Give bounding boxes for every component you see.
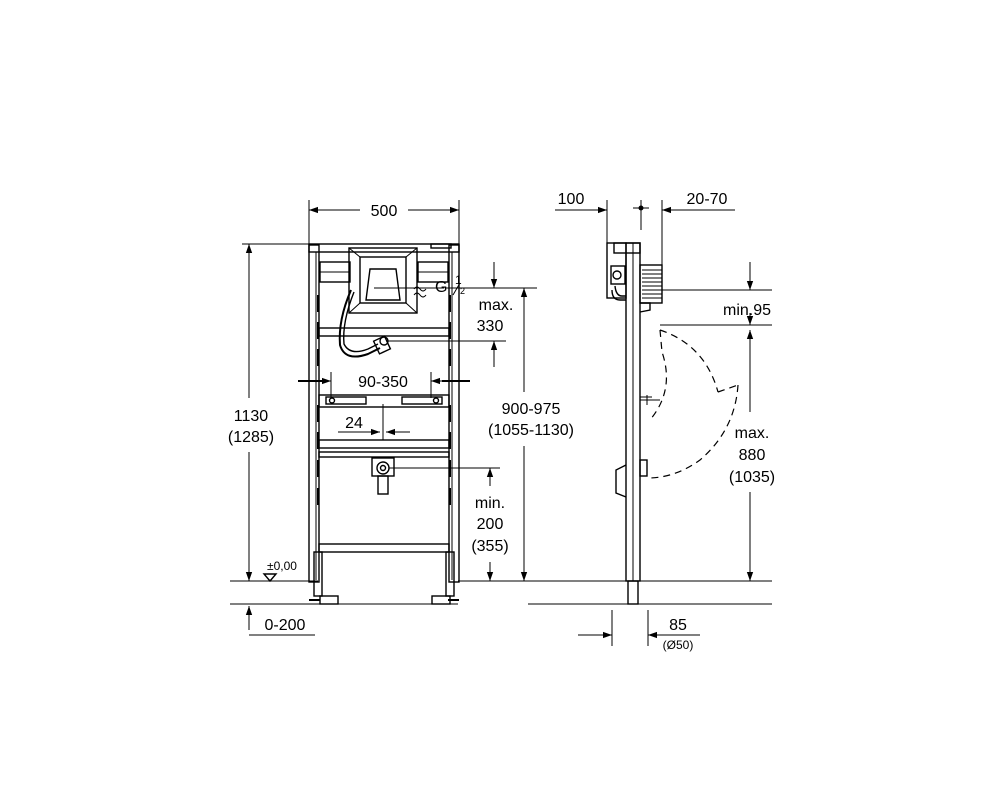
side-min-label: min.95 [723, 302, 771, 319]
max-label: max. [479, 297, 514, 314]
flush-box-ribs [642, 269, 662, 299]
side-labels: 100 20-70 min.95 max. 880 (1035) 85 (Ø50… [558, 191, 775, 652]
span-label: 900-975 [502, 401, 561, 418]
height-label: 1130 [234, 408, 269, 425]
side-max-alt-label: (1035) [729, 469, 775, 486]
side-max-value-label: 880 [739, 447, 766, 464]
floor-lines [230, 580, 772, 605]
spacing-label: 90-350 [358, 374, 408, 391]
front-dimensions [242, 200, 537, 636]
min-label: min. [475, 495, 505, 512]
min-alt-label: (355) [471, 538, 508, 555]
thread-g-label: G [435, 279, 447, 296]
supply-hose [338, 289, 392, 358]
pipe-dia-label: (Ø50) [663, 638, 694, 652]
foot-adjust-label: 0-200 [265, 617, 306, 634]
height-alt-label: (1285) [228, 429, 274, 446]
depth-rear-label: 20-70 [687, 191, 728, 208]
thread-num-label: 1 [455, 273, 462, 287]
width-label: 500 [371, 203, 398, 220]
depth-front-label: 100 [558, 191, 585, 208]
span-alt-label: (1055-1130) [488, 422, 574, 439]
max-value-label: 330 [477, 318, 504, 335]
drain-offset-label: 24 [345, 415, 363, 432]
side-frame [606, 242, 663, 605]
min-value-label: 200 [477, 516, 504, 533]
front-labels: 500 1130 (1285) G 1 2 max. 330 90-350 24… [228, 203, 574, 634]
floor-level-label: ±0,00 [267, 559, 297, 573]
front-frame [298, 243, 470, 605]
drain-connection [371, 404, 395, 495]
side-dimensions [555, 200, 772, 646]
flush-valve-box [348, 247, 418, 314]
thread-den-label: 2 [460, 286, 465, 296]
upright-holes [317, 295, 451, 505]
pipe-depth-label: 85 [669, 617, 687, 634]
urinal-outline [647, 329, 739, 479]
side-max-label: max. [735, 425, 770, 442]
